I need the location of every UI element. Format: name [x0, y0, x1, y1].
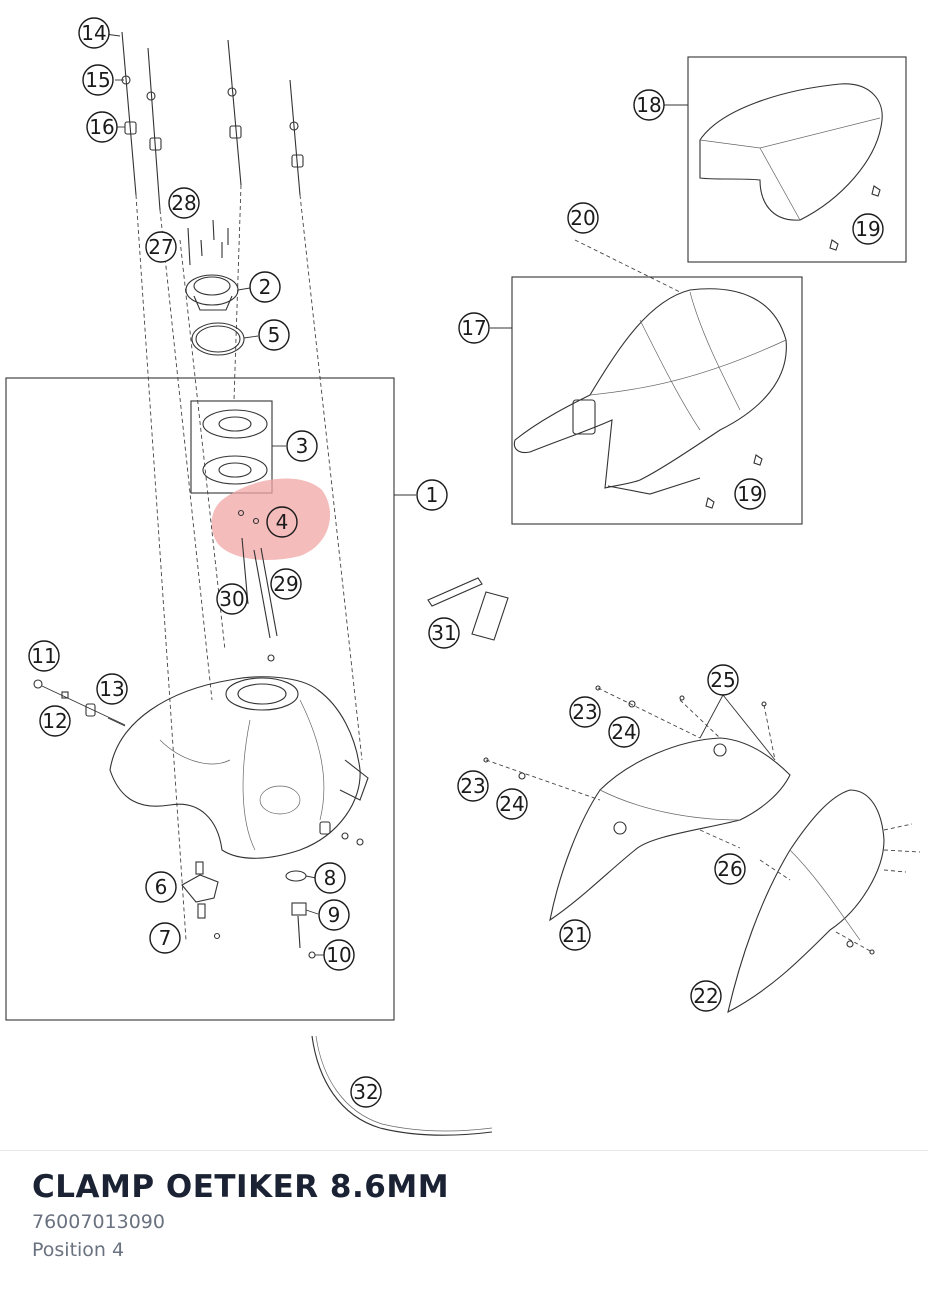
- part-info-panel: CLAMP OETIKER 8.6MM 76007013090 Position…: [0, 1150, 928, 1291]
- svg-text:24: 24: [499, 792, 524, 816]
- svg-text:30: 30: [219, 587, 244, 611]
- callout-10[interactable]: 10: [323, 939, 355, 971]
- svg-text:6: 6: [155, 875, 168, 899]
- callout-16[interactable]: 16: [86, 111, 118, 143]
- callout-26[interactable]: 26: [714, 853, 746, 885]
- svg-text:10: 10: [326, 943, 351, 967]
- svg-text:26: 26: [717, 857, 742, 881]
- callout-3[interactable]: 3: [286, 430, 318, 462]
- svg-text:16: 16: [89, 115, 114, 139]
- clamp-and-hoses: [237, 509, 278, 662]
- svg-text:31: 31: [431, 621, 456, 645]
- front-seat: [513, 239, 787, 509]
- tank-ring-group-frame: [190, 400, 273, 494]
- svg-text:27: 27: [148, 235, 173, 259]
- svg-text:18: 18: [636, 93, 661, 117]
- svg-text:7: 7: [159, 926, 172, 950]
- svg-text:4: 4: [276, 510, 289, 534]
- svg-text:3: 3: [296, 434, 309, 458]
- side-cover-21: [483, 685, 791, 922]
- rear-seat: [699, 83, 883, 251]
- part-number: 76007013090: [32, 1211, 165, 1233]
- fuel-tank: [109, 676, 369, 859]
- callout-23-upper[interactable]: 23: [569, 696, 601, 728]
- callout-29[interactable]: 29: [270, 568, 302, 600]
- callout-5[interactable]: 5: [258, 319, 290, 351]
- svg-text:13: 13: [99, 677, 124, 701]
- callout-2[interactable]: 2: [249, 271, 281, 303]
- callout-19-front[interactable]: 19: [734, 478, 766, 510]
- svg-text:1: 1: [426, 483, 439, 507]
- svg-text:19: 19: [737, 482, 762, 506]
- screws-28: [187, 219, 229, 266]
- o-ring: [191, 322, 245, 356]
- svg-text:25: 25: [710, 668, 735, 692]
- callout-20[interactable]: 20: [567, 202, 599, 234]
- svg-text:24: 24: [611, 720, 636, 744]
- callout-1[interactable]: 1: [416, 479, 448, 511]
- side-cover-22: [727, 789, 921, 1014]
- svg-text:17: 17: [461, 316, 486, 340]
- svg-text:9: 9: [328, 903, 341, 927]
- tank-small-parts: [181, 821, 364, 959]
- callout-17[interactable]: 17: [458, 312, 490, 344]
- callout-4[interactable]: 4: [266, 506, 298, 538]
- svg-text:20: 20: [570, 206, 595, 230]
- callout-13[interactable]: 13: [96, 673, 128, 705]
- ring-set: [202, 409, 268, 485]
- callout-6[interactable]: 6: [145, 871, 177, 903]
- filler-cap: [185, 274, 239, 311]
- callout-9[interactable]: 9: [318, 899, 350, 931]
- svg-text:23: 23: [460, 774, 485, 798]
- callout-11[interactable]: 11: [28, 640, 60, 672]
- tank-group-frame: [5, 377, 395, 1021]
- callout-31[interactable]: 31: [428, 617, 460, 649]
- tank-bolts: [121, 31, 304, 211]
- svg-text:32: 32: [353, 1080, 378, 1104]
- callout-24-upper[interactable]: 24: [608, 716, 640, 748]
- front-seat-frame: [511, 276, 803, 525]
- reflector-31: [427, 577, 509, 641]
- exploded-parts-diagram: 14 15 16 28 27 2 5 3 4 1 30 29 11 13 12 …: [5, 17, 921, 1136]
- highlight-area: [211, 478, 331, 560]
- svg-text:28: 28: [171, 191, 196, 215]
- callout-24-lower[interactable]: 24: [496, 788, 528, 820]
- svg-text:5: 5: [268, 323, 281, 347]
- callout-12[interactable]: 12: [39, 705, 71, 737]
- svg-text:12: 12: [42, 709, 67, 733]
- callout-14[interactable]: 14: [78, 17, 110, 49]
- callout-21[interactable]: 21: [559, 919, 591, 951]
- svg-text:2: 2: [259, 275, 272, 299]
- svg-text:23: 23: [572, 700, 597, 724]
- callout-28[interactable]: 28: [168, 187, 200, 219]
- callout-15[interactable]: 15: [82, 64, 114, 96]
- svg-text:22: 22: [693, 984, 718, 1008]
- callout-8[interactable]: 8: [314, 862, 346, 894]
- hose-32: [311, 1035, 493, 1136]
- svg-text:15: 15: [85, 68, 110, 92]
- callout-18[interactable]: 18: [633, 89, 665, 121]
- svg-text:21: 21: [562, 923, 587, 947]
- svg-text:8: 8: [324, 866, 337, 890]
- callout-19-rear[interactable]: 19: [852, 213, 884, 245]
- svg-text:14: 14: [81, 21, 106, 45]
- part-title: CLAMP OETIKER 8.6MM: [32, 1169, 450, 1205]
- part-position: Position 4: [32, 1239, 125, 1261]
- rear-seat-frame: [687, 56, 907, 263]
- svg-text:11: 11: [31, 644, 56, 668]
- callout-25[interactable]: 25: [707, 664, 739, 696]
- callout-32[interactable]: 32: [350, 1076, 382, 1108]
- svg-text:29: 29: [273, 572, 298, 596]
- callout-23-lower[interactable]: 23: [457, 770, 489, 802]
- svg-text:19: 19: [855, 217, 880, 241]
- callout-30[interactable]: 30: [216, 583, 248, 615]
- tank-side-fasteners: [33, 679, 126, 726]
- callout-22[interactable]: 22: [690, 980, 722, 1012]
- callout-27[interactable]: 27: [145, 231, 177, 263]
- callout-7[interactable]: 7: [149, 922, 181, 954]
